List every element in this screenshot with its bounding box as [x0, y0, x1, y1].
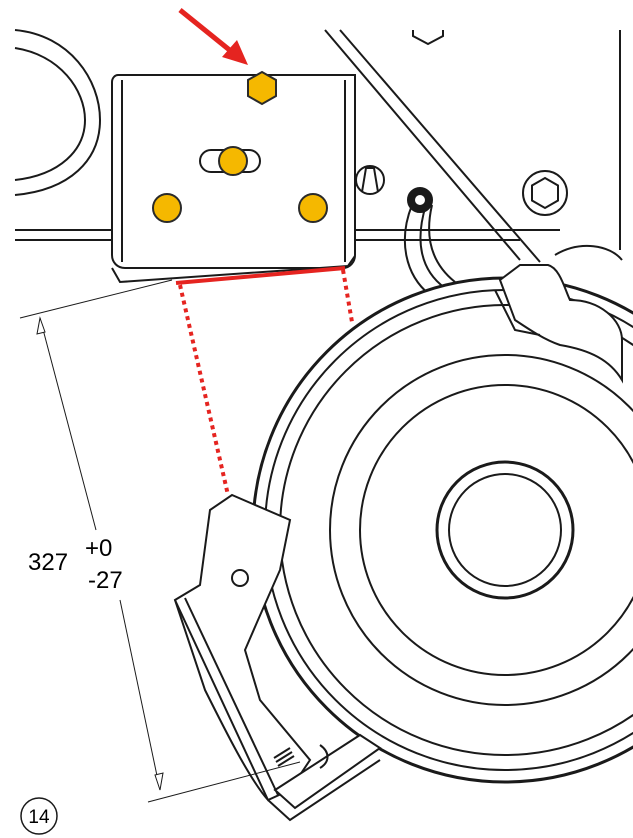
bolt-left	[152, 193, 182, 223]
right-hex-socket	[522, 170, 568, 216]
pulley-face-inner	[359, 384, 633, 676]
bracket-lip	[111, 255, 356, 284]
step-callout: 14	[20, 797, 58, 835]
top-hex-socket	[412, 30, 444, 46]
frame-lines	[14, 29, 621, 263]
dimension-line-upper	[39, 317, 97, 531]
step-number: 14	[28, 807, 50, 828]
dimension-nominal: 327	[28, 549, 68, 576]
left-opening-inner	[14, 47, 87, 181]
grip-marks	[273, 747, 295, 767]
dim-arrow-top	[36, 316, 46, 335]
hub-outer	[435, 460, 575, 600]
lower-arm	[173, 493, 382, 822]
tensioner-arm	[494, 244, 623, 384]
left-opening-outer	[14, 29, 102, 196]
dimension-tolerance-lower: -27	[88, 567, 123, 594]
pulley-rim-outer	[251, 276, 633, 784]
hub-inner	[448, 473, 562, 587]
guide-left	[178, 284, 230, 496]
dimension-lines	[19, 279, 301, 803]
pulley	[251, 276, 633, 784]
dim-arrow-bottom	[154, 772, 164, 791]
red-arrow-icon	[178, 8, 248, 65]
lower-arm-hole	[231, 569, 249, 587]
highlight-edge-line	[175, 266, 346, 285]
lower-rail	[273, 733, 382, 810]
measurement-guides	[178, 269, 354, 496]
hex-bolt-icon	[247, 70, 277, 106]
bracket-bolts	[152, 70, 328, 223]
dimension-line-lower	[119, 599, 161, 791]
bolt-right	[298, 193, 328, 223]
extension-line-bottom	[147, 761, 301, 803]
bolt-slot	[218, 146, 248, 176]
extension-line-top	[19, 279, 173, 319]
cable-assembly	[403, 187, 456, 296]
diagonal-strut-1	[324, 29, 521, 261]
diagonal-strut-2	[339, 29, 541, 263]
small-screw	[355, 165, 385, 195]
mounting-bracket	[111, 74, 356, 284]
guide-right	[341, 269, 354, 323]
pulley-face	[329, 354, 633, 706]
dimension-tolerance-upper: +0	[85, 535, 112, 562]
